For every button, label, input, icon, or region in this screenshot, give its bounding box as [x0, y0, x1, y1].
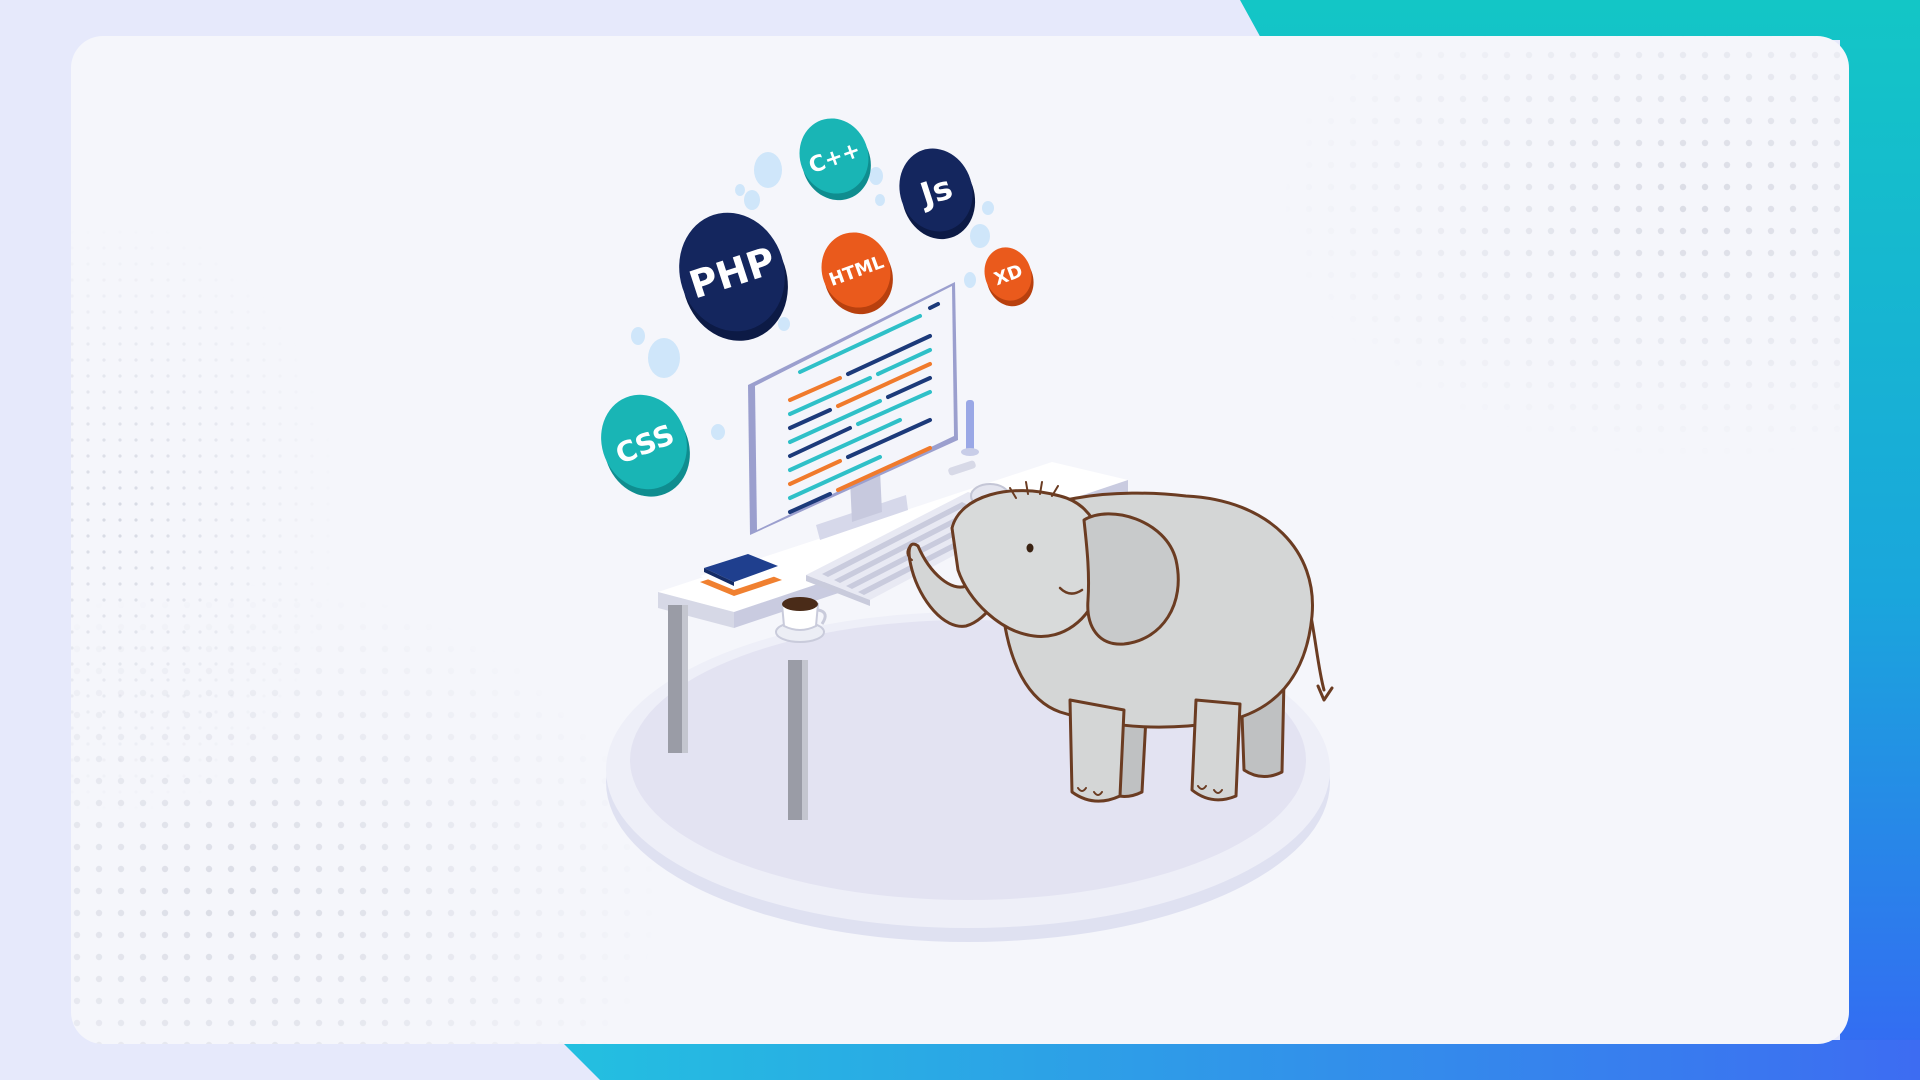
desk-leg-left: [668, 605, 682, 753]
badge-html: HTML: [821, 232, 893, 315]
code-lines: [788, 302, 940, 514]
accent-band-right: [1240, 0, 1920, 1080]
badge-php: PHP: [679, 212, 788, 341]
accent-band-bottom: [560, 1040, 1920, 1080]
pen-stand: [948, 400, 979, 476]
monitor: [748, 282, 958, 540]
decorative-bubbles: [631, 152, 994, 440]
badge-js: Js: [899, 148, 976, 240]
badge-cpp: C++: [799, 118, 871, 201]
halftone-mid-left: [71, 200, 431, 820]
desk-leg-front: [788, 660, 802, 820]
halftone-top-right: [1240, 36, 1849, 456]
notebook: [700, 554, 782, 596]
elephant: [906, 481, 1334, 803]
badge-xd: XD: [984, 247, 1034, 307]
coffee-cup: [775, 597, 827, 643]
badge-css: CSS: [601, 394, 690, 497]
